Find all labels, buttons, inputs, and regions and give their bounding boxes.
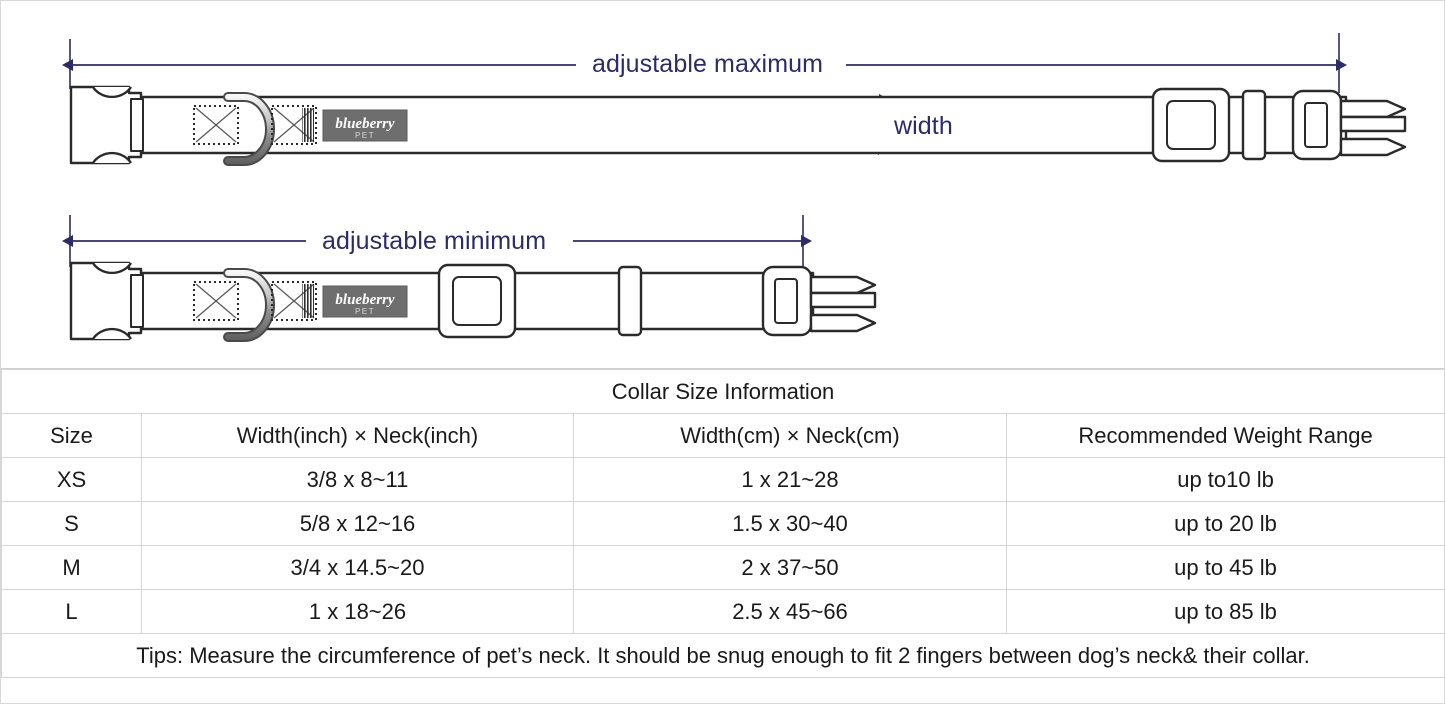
cell-cm: 1 x 21~28 <box>573 457 1007 502</box>
table-header-row: Size Width(inch) × Neck(inch) Width(cm) … <box>1 413 1445 458</box>
annotation-adjustable-maximum: adjustable maximum <box>586 50 830 79</box>
ribbed-tag <box>302 108 314 142</box>
cell-size: S <box>1 501 142 546</box>
cell-inch: 3/8 x 8~11 <box>141 457 574 502</box>
keeper-loop <box>617 265 643 337</box>
cell-weight: up to 20 lb <box>1005 501 1445 546</box>
d-ring <box>223 92 275 166</box>
collar-diagram-svg: blueberry PET <box>62 33 1407 342</box>
side-release-buckle-male <box>1291 89 1407 161</box>
side-release-buckle-male <box>761 265 877 337</box>
table-row: S 5/8 x 12~16 1.5 x 30~40 up to 20 lb <box>1 501 1445 546</box>
table-row: XS 3/8 x 8~11 1 x 21~28 up to10 lb <box>1 457 1445 502</box>
cell-cm: 2.5 x 45~66 <box>573 589 1007 634</box>
cell-cm: 1.5 x 30~40 <box>573 501 1007 546</box>
brand-name: blueberry <box>335 116 395 132</box>
collar-diagram: blueberry PET <box>1 1 1444 369</box>
table-row: L 1 x 18~26 2.5 x 45~66 up to 85 lb <box>1 589 1445 634</box>
cell-weight: up to10 lb <box>1005 457 1445 502</box>
cell-size: XS <box>1 457 142 502</box>
cell-size: L <box>1 589 142 634</box>
column-header-weight: Recommended Weight Range <box>1005 413 1445 458</box>
table-title: Collar Size Information <box>0 369 1445 414</box>
tips-text: Tips: Measure the circumference of pet’s… <box>0 633 1445 678</box>
cell-weight: up to 45 lb <box>1005 545 1445 590</box>
d-ring <box>223 268 275 342</box>
annotation-adjustable-minimum: adjustable minimum <box>314 227 555 256</box>
table-row: M 3/4 x 14.5~20 2 x 37~50 up to 45 lb <box>1 545 1445 590</box>
cell-size: M <box>1 545 142 590</box>
brand-name: blueberry <box>335 292 395 308</box>
cell-inch: 1 x 18~26 <box>141 589 574 634</box>
slider-adjuster <box>437 263 517 339</box>
table-title-row: Collar Size Information <box>0 369 1445 414</box>
cell-weight: up to 85 lb <box>1005 589 1445 634</box>
column-header-size: Size <box>1 413 142 458</box>
adjustable-minimum-dimension <box>62 215 812 269</box>
slider-adjuster <box>1151 87 1231 163</box>
cell-inch: 3/4 x 14.5~20 <box>141 545 574 590</box>
collar-size-table: Collar Size Information Size Width(inch)… <box>0 369 1445 678</box>
keeper-loop <box>1241 89 1267 161</box>
column-header-cm: Width(cm) × Neck(cm) <box>573 413 1007 458</box>
brand-sub: PET <box>355 131 375 140</box>
annotation-width: width <box>894 112 953 140</box>
collar-size-table-wrapper: Collar Size Information Size Width(inch)… <box>0 369 1445 678</box>
adjustable-maximum-dimension <box>62 33 1347 93</box>
collar-maximum <box>69 85 1348 165</box>
cell-cm: 2 x 37~50 <box>573 545 1007 590</box>
cell-inch: 5/8 x 12~16 <box>141 501 574 546</box>
table-tips-row: Tips: Measure the circumference of pet’s… <box>0 633 1445 678</box>
ribbed-tag <box>302 284 314 318</box>
brand-tag: blueberry PET <box>322 285 408 318</box>
brand-tag: blueberry PET <box>322 109 408 142</box>
column-header-inch: Width(inch) × Neck(inch) <box>141 413 574 458</box>
brand-sub: PET <box>355 307 375 316</box>
